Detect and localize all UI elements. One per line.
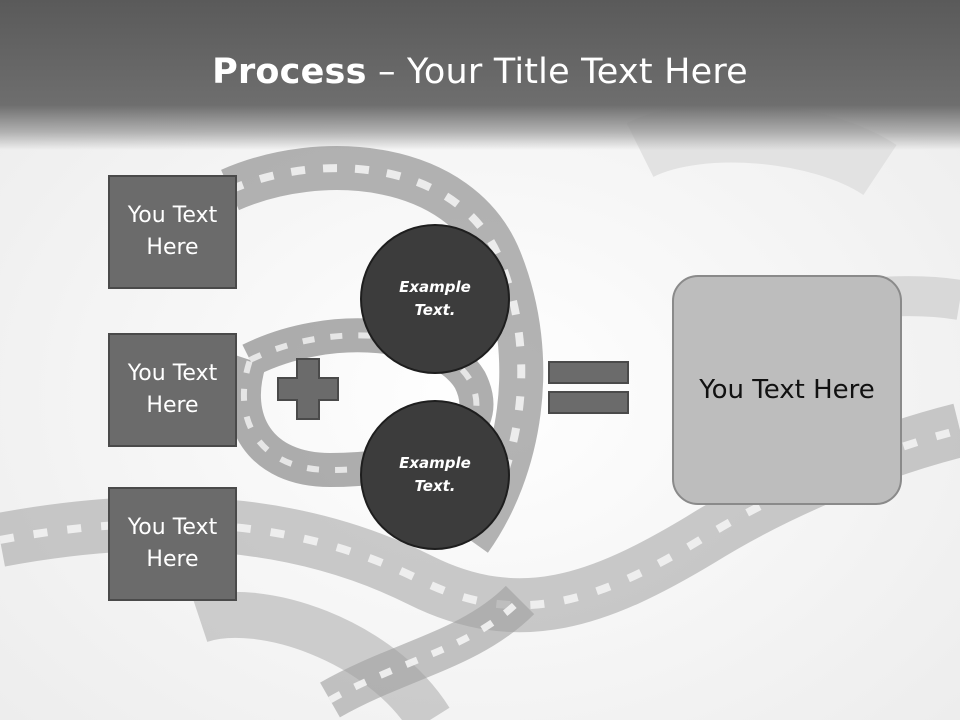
text-box-1[interactable]: You Text Here	[108, 175, 237, 289]
page-title: Process – Your Title Text Here	[0, 52, 960, 92]
title-bold: Process	[212, 52, 367, 92]
example-circle-1[interactable]: Example Text.	[360, 224, 510, 374]
equals-icon	[548, 361, 629, 414]
title-bar	[0, 0, 960, 150]
title-rest: – Your Title Text Here	[366, 52, 748, 92]
text-box-3[interactable]: You Text Here	[108, 487, 237, 601]
example-circle-2[interactable]: Example Text.	[360, 400, 510, 550]
plus-icon	[277, 358, 339, 420]
result-box[interactable]: You Text Here	[672, 275, 902, 505]
text-box-2[interactable]: You Text Here	[108, 333, 237, 447]
